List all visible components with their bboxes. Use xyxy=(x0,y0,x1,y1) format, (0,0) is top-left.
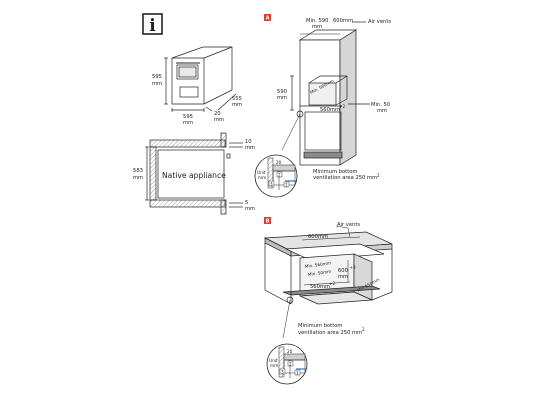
b-ventilation-sup: 2 xyxy=(362,327,365,332)
appliance-height: 595 xyxy=(152,74,162,80)
b-ventilation-1: Minimum bottom xyxy=(298,323,342,329)
b-ventilation-2: ventilation area 250 mm xyxy=(298,330,362,336)
appliance-height-unit: mm xyxy=(152,81,162,87)
b-min-depth: Min. 50mm xyxy=(307,269,331,277)
b-detail-2: 2 xyxy=(289,361,292,366)
niche-height: 583 xyxy=(133,168,143,174)
info-icon: i xyxy=(142,13,163,36)
a-detail-2: 2 xyxy=(278,172,281,177)
a-height: 590 xyxy=(277,89,287,95)
a-inner-sup: +2 xyxy=(339,104,346,109)
b-width: 600mm xyxy=(308,234,328,240)
appliance-width-unit: mm xyxy=(183,120,193,126)
b-height-sup: +2 xyxy=(350,265,357,270)
column-cabinet xyxy=(281,21,370,166)
appliance-dimensions xyxy=(164,46,237,112)
a-detail-unit-2: mm xyxy=(258,175,266,180)
a-min-width: Min. 590 xyxy=(306,18,328,24)
niche-label: Native appliance xyxy=(162,171,226,180)
a-ventilation-1: Minimum bottom xyxy=(313,169,357,175)
a-inner: 560mm xyxy=(320,107,340,113)
a-detail-1: 1 xyxy=(285,182,288,187)
b-detail-unit-2: mm xyxy=(270,363,278,368)
b-detail-20: 20 xyxy=(287,349,293,354)
badge-b: B xyxy=(264,217,271,225)
appliance-width: 595 xyxy=(183,114,193,120)
appliance-depth: 555 xyxy=(232,96,242,102)
niche-height-unit: mm xyxy=(133,175,143,181)
b-height: 600 xyxy=(338,268,348,274)
b-height-unit: mm xyxy=(338,274,348,280)
b-detail-3: 3 xyxy=(281,369,284,374)
appliance-panel: 20 xyxy=(214,111,221,117)
b-inner-sup: +2 xyxy=(329,281,336,286)
info-glyph: i xyxy=(149,16,156,36)
niche-top-gap: 10 xyxy=(245,139,252,145)
b-air-vents: Air vents xyxy=(337,222,360,228)
badge-a: A xyxy=(264,14,271,22)
niche-bottom-gap-unit: mm xyxy=(245,206,255,212)
niche-top-gap-unit: mm xyxy=(245,145,255,151)
a-detail xyxy=(254,154,298,198)
a-ventilation-sup: 2 xyxy=(377,173,380,178)
a-min-width-unit: mm xyxy=(312,24,322,30)
a-ventilation-2: ventilation area 250 mm xyxy=(313,175,377,181)
niche-bottom-gap: 5 xyxy=(245,200,248,206)
niche-drawing xyxy=(145,132,243,215)
appliance-panel-unit: mm xyxy=(214,117,224,123)
a-height-unit: mm xyxy=(277,95,287,101)
b-detail xyxy=(266,343,308,385)
a-detail-3: 3 xyxy=(270,181,273,186)
b-min-opening: Min. 560mm xyxy=(304,260,331,269)
a-depth: 600mm xyxy=(333,18,353,24)
badge-b-text: B xyxy=(266,219,270,225)
oven-drawing xyxy=(171,46,233,105)
b-inner: 560mm xyxy=(310,284,330,290)
a-min-bottom-depth-unit: mm xyxy=(377,108,387,114)
appliance-depth-unit: mm xyxy=(232,102,242,108)
a-detail-20: 20 xyxy=(276,160,282,165)
b-detail-1: 1 xyxy=(296,370,299,375)
a-min-bottom-depth: Min. 50 xyxy=(371,102,390,108)
b-detail-unit-1: Unit xyxy=(269,358,278,363)
undercounter-cabinet xyxy=(263,225,393,339)
a-detail-unit-1: Unit xyxy=(257,170,266,175)
a-air-vents: Air vents xyxy=(368,19,391,25)
badge-a-text: A xyxy=(266,16,270,22)
